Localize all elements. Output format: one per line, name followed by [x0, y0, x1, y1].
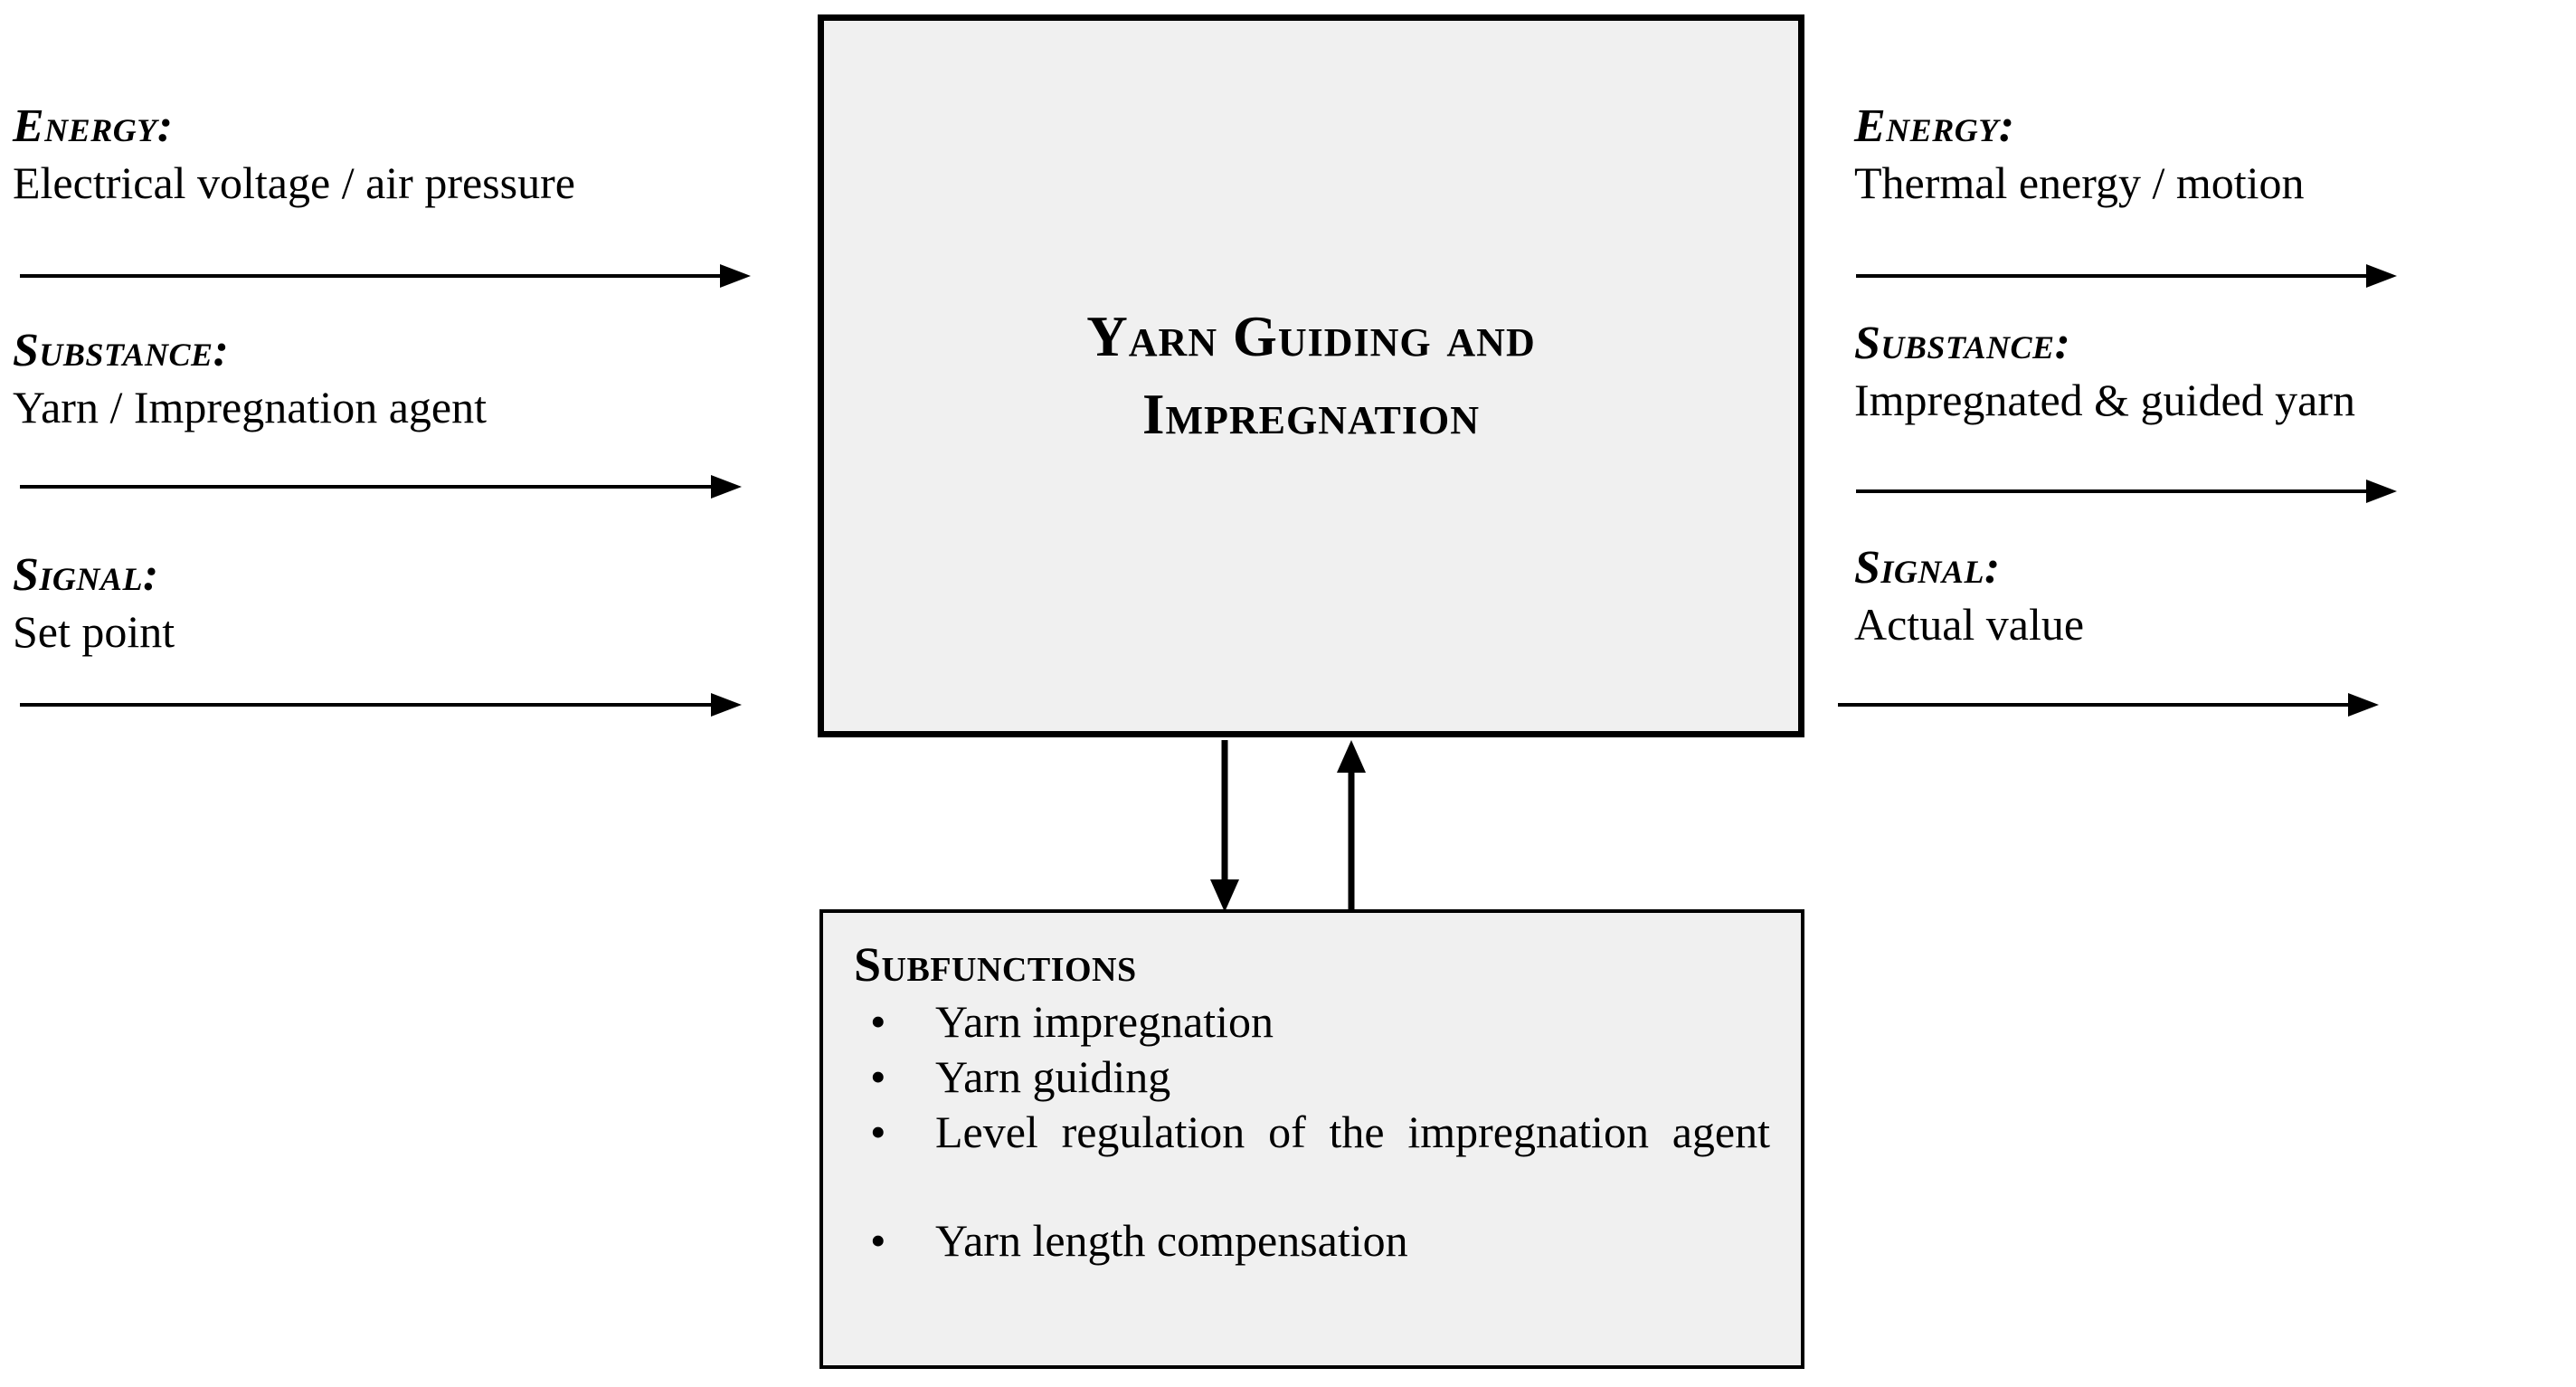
connector-down-arrow-icon	[1210, 740, 1239, 912]
input-group-signal: Signal: Set point	[13, 549, 175, 658]
output-substance-value: Impregnated & guided yarn	[1854, 375, 2355, 426]
list-item: • Level regulation of the impregnation a…	[854, 1106, 1770, 1212]
input-energy-category: Energy:	[13, 100, 174, 152]
main-function-title-line2: Impregnation	[1141, 382, 1480, 446]
input-signal-value: Set point	[13, 606, 175, 658]
subfunctions-list: • Yarn impregnation • Yarn guiding • Lev…	[854, 995, 1770, 1268]
input-substance-category: Substance:	[13, 325, 230, 376]
main-function-box: Yarn Guiding and Impregnation	[818, 14, 1804, 737]
main-function-title: Yarn Guiding and Impregnation	[1032, 299, 1589, 452]
output-group-signal: Signal: Actual value	[1854, 542, 2085, 651]
list-item: • Yarn length compensation	[854, 1214, 1770, 1268]
output-group-substance: Substance: Impregnated & guided yarn	[1854, 318, 2355, 425]
subfunction-label: Level regulation of the impregnation age…	[935, 1107, 1770, 1158]
output-group-energy: Energy: Thermal energy / motion	[1854, 100, 2305, 209]
subfunction-label: Yarn length compensation	[935, 1215, 1408, 1267]
output-substance-arrow-icon	[1856, 480, 2397, 503]
subfunctions-title: Subfunctions	[854, 937, 1137, 992]
input-substance-arrow-icon	[20, 475, 742, 499]
output-energy-category: Energy:	[1854, 100, 2015, 152]
output-signal-arrow-icon	[1838, 693, 2379, 717]
connector-up-arrow-icon	[1337, 740, 1366, 912]
input-group-energy: Energy: Electrical voltage / air pressur…	[13, 100, 575, 209]
input-group-substance: Substance: Yarn / Impregnation agent	[13, 325, 487, 433]
output-energy-arrow-icon	[1856, 264, 2397, 288]
input-substance-value: Yarn / Impregnation agent	[13, 382, 487, 433]
bullet-icon: •	[870, 1051, 886, 1103]
input-signal-category: Signal:	[13, 549, 159, 601]
bullet-icon: •	[870, 1215, 886, 1267]
bullet-icon: •	[870, 1107, 886, 1158]
main-function-title-line1: Yarn Guiding and	[1086, 305, 1536, 369]
output-energy-value: Thermal energy / motion	[1854, 157, 2305, 209]
subfunctions-box: Subfunctions • Yarn impregnation • Yarn …	[819, 909, 1804, 1369]
subfunction-label: Yarn guiding	[935, 1051, 1171, 1103]
input-energy-value: Electrical voltage / air pressure	[13, 157, 575, 209]
list-item: • Yarn guiding	[854, 1050, 1770, 1104]
input-signal-arrow-icon	[20, 693, 742, 717]
output-substance-category: Substance:	[1854, 318, 2071, 369]
subfunction-label: Yarn impregnation	[935, 996, 1274, 1048]
list-item: • Yarn impregnation	[854, 995, 1770, 1049]
input-energy-arrow-icon	[20, 264, 751, 288]
output-signal-category: Signal:	[1854, 542, 2001, 594]
output-signal-value: Actual value	[1854, 599, 2085, 651]
bullet-icon: •	[870, 996, 886, 1048]
